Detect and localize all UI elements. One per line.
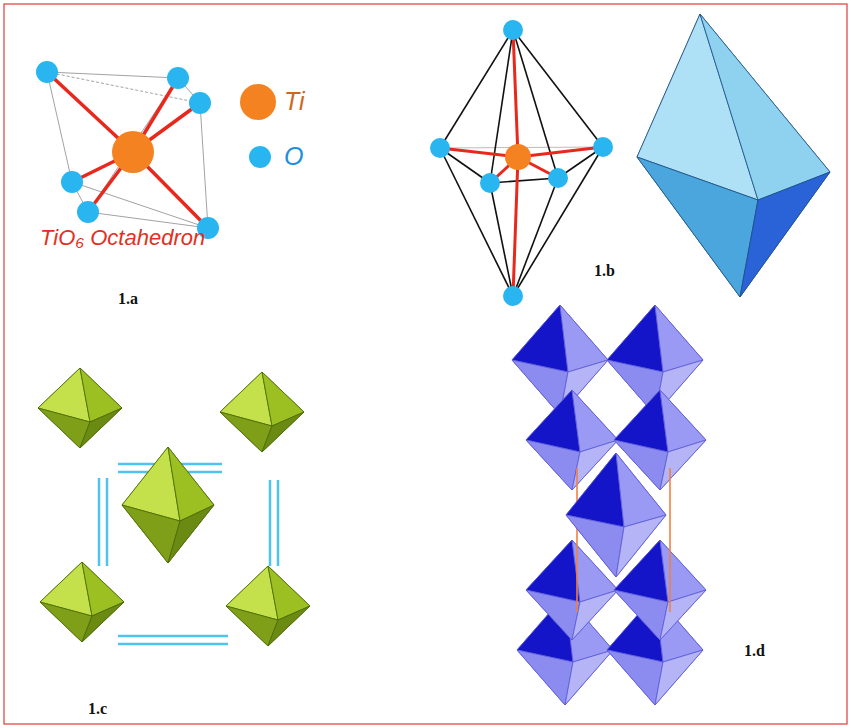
octahedron-face bbox=[226, 566, 310, 646]
o-atom bbox=[593, 137, 613, 157]
o-atom bbox=[503, 286, 523, 306]
link-line bbox=[106, 478, 109, 566]
link-line bbox=[269, 480, 272, 566]
legend-swatch bbox=[240, 84, 276, 120]
octahedron bbox=[220, 372, 304, 452]
edge-line bbox=[47, 72, 72, 182]
octahedron-face bbox=[616, 453, 666, 527]
o-atom bbox=[167, 67, 189, 89]
panel-label: 1.b bbox=[594, 262, 615, 280]
edge-line bbox=[513, 178, 558, 296]
octahedron-face bbox=[740, 172, 830, 297]
edge-line bbox=[513, 147, 603, 296]
link-line bbox=[118, 635, 228, 638]
octahedron bbox=[40, 562, 124, 642]
o-atom bbox=[77, 201, 99, 223]
octahedron-face bbox=[566, 453, 666, 577]
octahedron-face bbox=[566, 515, 624, 577]
octahedron-face bbox=[566, 453, 624, 527]
edge-line bbox=[88, 78, 178, 212]
octahedron-face bbox=[512, 305, 608, 415]
octahedron-face bbox=[572, 590, 618, 640]
octahedron-face bbox=[660, 440, 706, 490]
octahedron-face bbox=[565, 650, 613, 705]
cell-line bbox=[576, 468, 578, 612]
bond bbox=[513, 30, 518, 157]
edge-line bbox=[513, 30, 603, 147]
panel-c bbox=[38, 368, 310, 646]
cell-line bbox=[669, 468, 671, 612]
bond bbox=[513, 157, 518, 296]
octahedron-face bbox=[122, 447, 214, 563]
o-atom bbox=[189, 92, 211, 114]
frame bbox=[4, 4, 847, 724]
o-atom bbox=[548, 168, 568, 188]
octahedron-face bbox=[526, 440, 580, 490]
octahedron-face bbox=[168, 505, 214, 563]
panel-label: 1.c bbox=[88, 700, 107, 718]
legend-label: Ti bbox=[284, 88, 305, 116]
octahedron-face bbox=[700, 14, 830, 200]
octahedron-face bbox=[660, 590, 706, 640]
panel-b bbox=[430, 14, 830, 306]
o-atom bbox=[61, 171, 83, 193]
octahedron bbox=[122, 447, 214, 563]
legend-swatch bbox=[249, 146, 271, 168]
o-atom bbox=[36, 61, 58, 83]
octahedron-face bbox=[38, 368, 122, 448]
figure-title: TiO₆ Octahedron bbox=[40, 226, 205, 250]
o-atom bbox=[480, 173, 500, 193]
link-line bbox=[98, 478, 101, 566]
octahedron bbox=[226, 566, 310, 646]
octahedron-face bbox=[80, 408, 122, 448]
octahedron-face bbox=[637, 157, 758, 297]
edge-line bbox=[200, 103, 208, 228]
octahedron-face bbox=[517, 650, 573, 705]
octahedron-face bbox=[220, 372, 304, 452]
octahedron bbox=[566, 453, 666, 577]
ti-atom bbox=[505, 144, 531, 170]
octahedron-face bbox=[655, 650, 703, 705]
panel-d bbox=[512, 305, 706, 705]
edge-line bbox=[47, 72, 178, 78]
panel-label: 1.d bbox=[744, 642, 765, 660]
octahedron-face bbox=[262, 412, 304, 452]
ti-atom bbox=[112, 131, 154, 173]
link-line bbox=[277, 480, 280, 566]
octahedron-face bbox=[268, 606, 310, 646]
o-atom bbox=[430, 138, 450, 158]
link-line bbox=[118, 643, 228, 646]
octahedron bbox=[38, 368, 122, 448]
o-atom bbox=[503, 20, 523, 40]
octahedron-face bbox=[607, 650, 663, 705]
panel-a bbox=[36, 61, 219, 239]
octahedron-face bbox=[637, 14, 830, 297]
octahedron-face bbox=[40, 562, 124, 642]
octahedron-face bbox=[82, 602, 124, 642]
octahedron-face bbox=[614, 590, 668, 640]
edge-line bbox=[490, 178, 558, 183]
panel-label: 1.a bbox=[118, 290, 138, 308]
edge-line bbox=[490, 183, 513, 296]
octahedron-face bbox=[616, 515, 666, 577]
legend-label: O bbox=[284, 143, 303, 171]
octahedron-face bbox=[526, 590, 580, 640]
edge-line bbox=[440, 30, 513, 148]
octahedron bbox=[512, 305, 608, 415]
